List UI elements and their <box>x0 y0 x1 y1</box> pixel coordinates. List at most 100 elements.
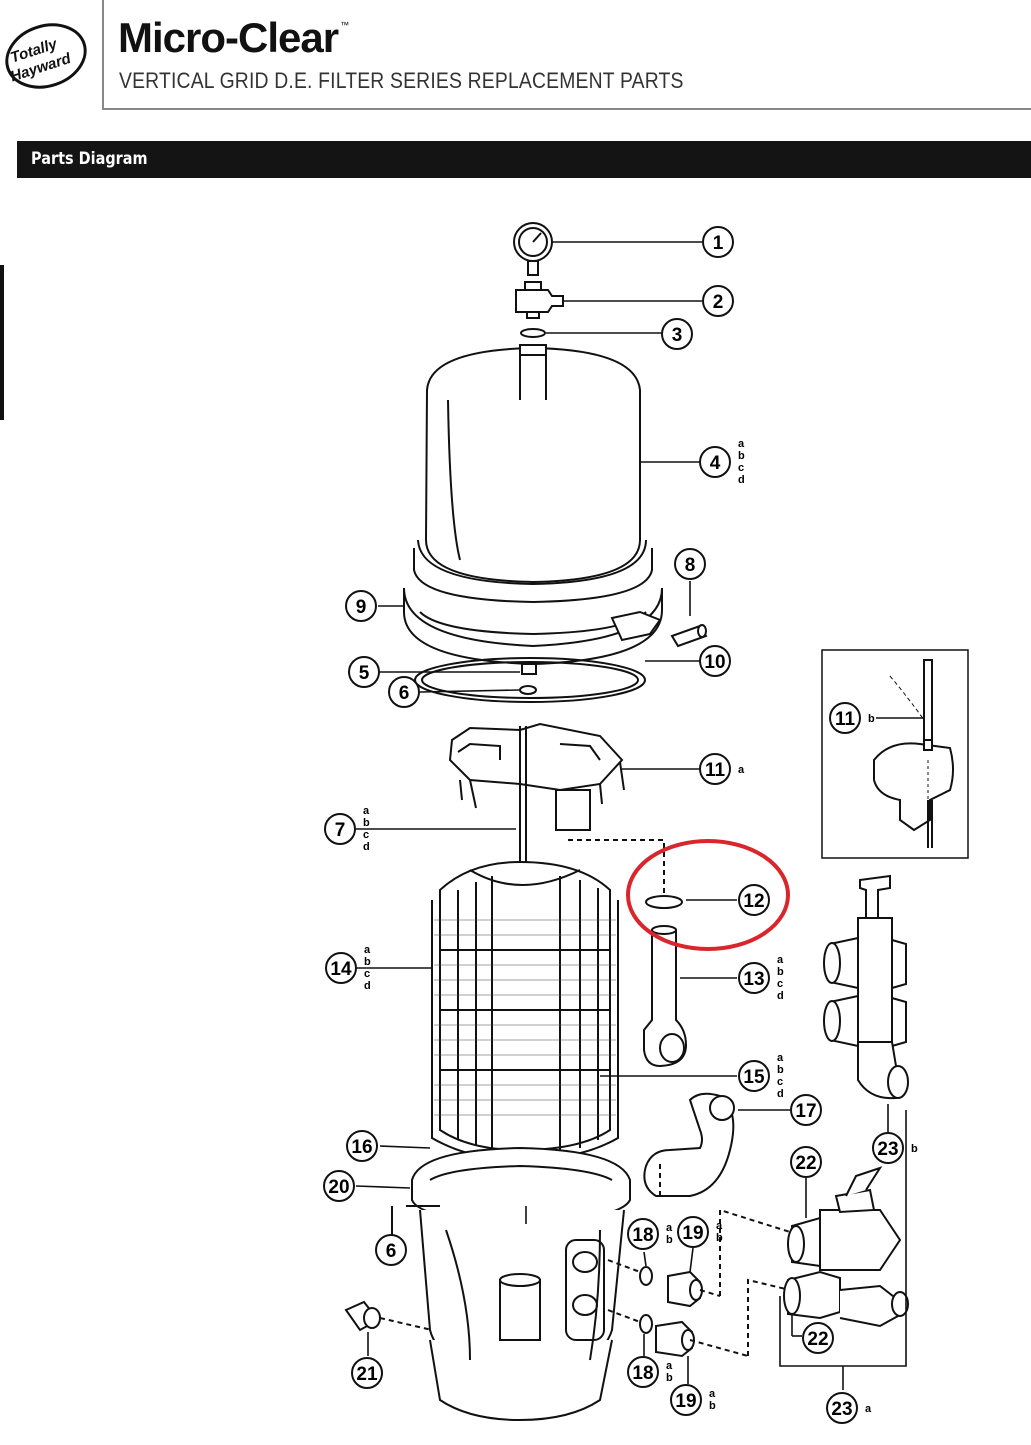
drain-cap-part <box>344 1300 381 1332</box>
callout-suffix: a <box>716 1220 723 1232</box>
leader-lines <box>355 241 924 1390</box>
push-pull-valve-part <box>823 874 909 1100</box>
callout-number: 3 <box>672 325 683 346</box>
callout-suffix: a <box>738 438 745 450</box>
bulkhead-adapter-part <box>655 1270 703 1358</box>
totally-hayward-logo: Totally Hayward <box>5 23 87 89</box>
callout-23-a: 23 a <box>826 1392 872 1424</box>
callout-suffix: b <box>911 1143 918 1155</box>
callout-number: 19 <box>682 1223 703 1244</box>
callout-number: 16 <box>351 1137 372 1158</box>
clamp-ring-part <box>403 587 663 666</box>
callout-5: 5 <box>348 656 380 688</box>
callout-12: 12 <box>738 884 770 916</box>
callout-number: 9 <box>356 597 367 618</box>
callout-11-b: 11 b <box>829 702 875 734</box>
callout-23-b: 23 b <box>872 1132 918 1164</box>
callout-suffix: d <box>363 841 370 853</box>
callout-9: 9 <box>345 590 377 622</box>
section-title: Parts Diagram <box>31 149 148 169</box>
callout-number: 23 <box>831 1399 852 1420</box>
callout-suffix: c <box>363 829 369 841</box>
page-edge-mark <box>0 265 4 420</box>
callout-number: 7 <box>335 820 346 841</box>
callout-suffix: b <box>777 1064 784 1076</box>
callout-8: 8 <box>674 548 706 580</box>
callout-suffix: b <box>716 1232 723 1244</box>
outlet-elbow-part <box>643 1092 735 1197</box>
multiport-valve-part <box>783 1166 909 1328</box>
callout-number: 13 <box>743 969 764 990</box>
callout-suffix: c <box>777 1076 783 1088</box>
adapter-o-ring-part <box>639 1266 653 1286</box>
callout-suffix: b <box>868 713 875 725</box>
knob-part <box>670 624 708 648</box>
callout-number: 23 <box>877 1139 898 1160</box>
callout-number: 21 <box>356 1364 378 1385</box>
callout-3: 3 <box>661 318 693 350</box>
callout-suffix: a <box>865 1403 872 1415</box>
callout-21: 21 <box>351 1357 383 1389</box>
callout-suffix: a <box>777 954 784 966</box>
callout-6: 6 <box>388 676 420 708</box>
callout-suffix: d <box>738 474 745 486</box>
callout-10: 10 <box>699 645 731 677</box>
callout-22: 22 <box>802 1322 834 1354</box>
callout-number: 6 <box>386 1241 397 1262</box>
header-divider <box>102 0 104 110</box>
callout-suffix: b <box>666 1372 673 1384</box>
callout-number: 18 <box>632 1363 653 1384</box>
filter-drawing <box>344 222 969 1422</box>
callout-number: 11 <box>835 709 856 730</box>
highlight-ring <box>626 839 790 951</box>
callout-suffix: a <box>709 1388 716 1400</box>
grid-hatching <box>434 919 616 1116</box>
callout-6: 6 <box>375 1234 407 1266</box>
callout-number: 20 <box>328 1177 349 1198</box>
callout-number: 10 <box>704 652 725 673</box>
header-rule <box>102 108 1031 110</box>
callout-suffix: b <box>666 1234 673 1246</box>
callout-suffix: b <box>738 450 745 462</box>
callout-suffix: a <box>666 1360 673 1372</box>
callout-17: 17 <box>790 1094 822 1126</box>
pressure-gauge-part <box>513 222 553 276</box>
filter-grid-part <box>431 860 619 1162</box>
callout-number: 6 <box>399 683 410 704</box>
callout-suffix: b <box>709 1400 716 1412</box>
callout-20: 20 <box>323 1170 355 1202</box>
callout-suffix: c <box>738 462 744 474</box>
callout-number: 11 <box>705 760 726 781</box>
callout-suffix: b <box>777 966 784 978</box>
page-subtitle: VERTICAL GRID D.E. FILTER SERIES REPLACE… <box>119 68 684 93</box>
tank-lid-part <box>413 344 653 604</box>
air-relief-valve-part <box>515 281 564 319</box>
callout-suffix: d <box>777 990 784 1002</box>
callout-number: 2 <box>713 292 724 313</box>
callout-suffix: a <box>666 1222 673 1234</box>
callout-number: 12 <box>743 891 764 912</box>
callout-16: 16 <box>346 1130 378 1162</box>
section-bar: Parts Diagram <box>17 141 1031 178</box>
callout-1: 1 <box>702 226 734 258</box>
inset-box <box>821 649 969 859</box>
callout-18-ab: 18 ab <box>627 1356 673 1388</box>
nut-part <box>521 663 537 675</box>
callout-suffix: a <box>363 805 370 817</box>
callout-number: 17 <box>795 1101 816 1122</box>
callout-number: 22 <box>807 1329 828 1350</box>
callout-suffix: a <box>364 944 371 956</box>
callout-number: 22 <box>795 1153 816 1174</box>
callout-2: 2 <box>702 285 734 317</box>
